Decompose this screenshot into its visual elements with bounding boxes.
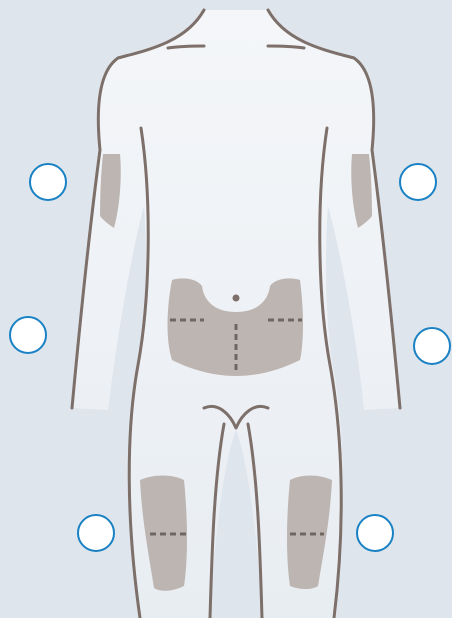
left-thigh-marker[interactable] (77, 514, 115, 552)
right-upper-arm-marker[interactable] (399, 163, 437, 201)
left-abdomen-marker[interactable] (9, 316, 47, 354)
left-upper-arm-marker[interactable] (29, 163, 67, 201)
navel-dot (233, 295, 240, 302)
right-abdomen-marker[interactable] (413, 327, 451, 365)
right-thigh-marker[interactable] (356, 514, 394, 552)
